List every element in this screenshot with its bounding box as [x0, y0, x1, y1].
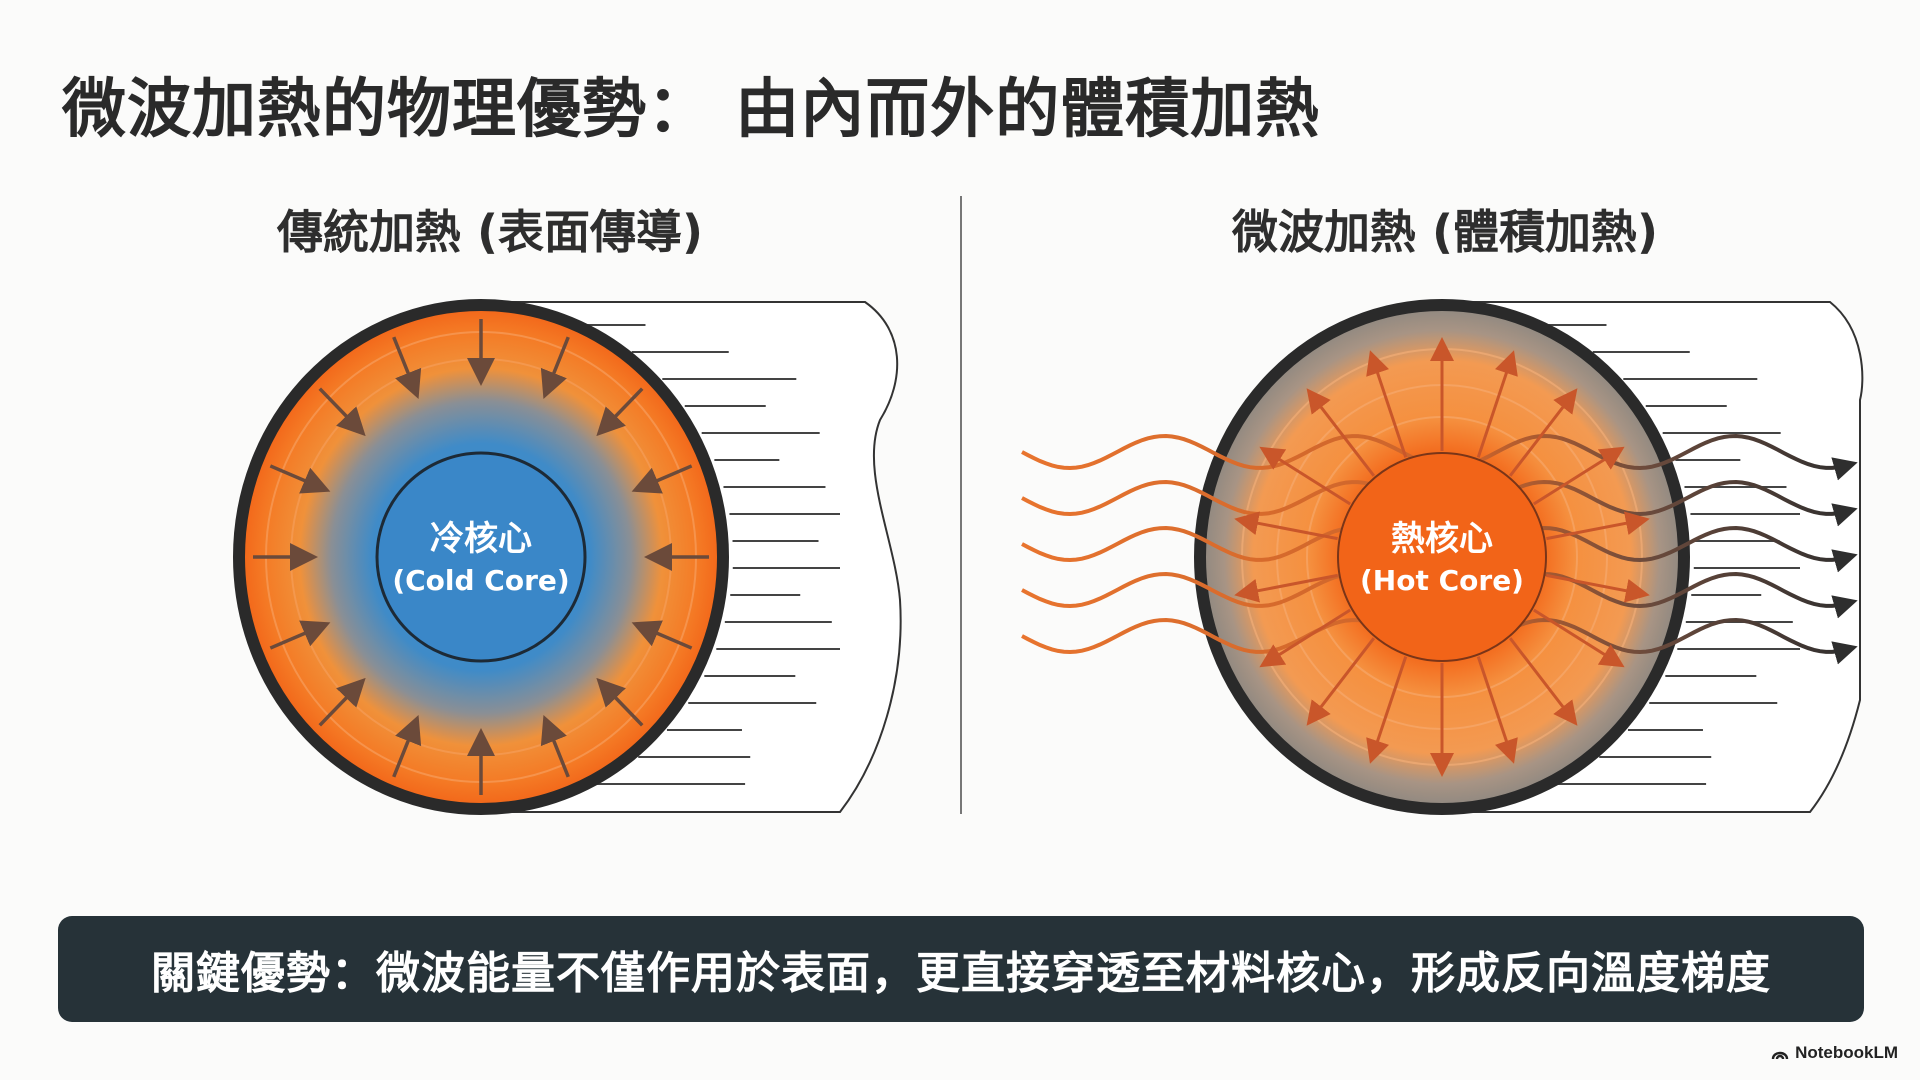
key-advantage-banner: 關鍵優勢：微波能量不僅作用於表面，更直接穿透至材料核心，形成反向溫度梯度 [58, 916, 1864, 1022]
hot-core-label-en: (Hot Core) [1360, 564, 1524, 597]
key-advantage-text: 關鍵優勢：微波能量不僅作用於表面，更直接穿透至材料核心，形成反向溫度梯度 [151, 948, 1771, 999]
outward-heat-arrow [1508, 388, 1578, 477]
outward-heat-arrow [1532, 446, 1625, 506]
microwave-heating-heading: 微波加熱 (體積加熱) [1231, 205, 1659, 259]
conventional-heating-heading: 傳統加熱 (表面傳導) [276, 205, 704, 259]
outward-heat-arrow [1508, 637, 1578, 726]
hot-core [1337, 452, 1547, 662]
inward-heat-arrow [631, 620, 693, 650]
outward-heat-arrow [1546, 573, 1650, 603]
inward-heat-arrow [631, 464, 693, 494]
inward-heat-arrow [318, 677, 366, 727]
outward-heat-arrow [1306, 388, 1376, 477]
inward-heat-arrow [269, 620, 331, 650]
outward-heat-arrow [1306, 637, 1376, 726]
outward-heat-arrow [1234, 511, 1338, 541]
hot-core-label: 熱核心 [1391, 519, 1493, 559]
outward-heat-arrow [1476, 350, 1518, 458]
outward-heat-arrow [1366, 656, 1408, 764]
outward-heat-arrow [1234, 573, 1338, 603]
inward-heat-arrow [596, 677, 644, 727]
inward-heat-arrow [540, 714, 570, 778]
page-title: 微波加熱的物理優勢： 由內而外的體積加熱 [62, 73, 1321, 147]
notebooklm-logo-icon [1771, 1051, 1789, 1060]
inward-heat-arrow [318, 387, 366, 437]
outward-heat-arrow [1546, 511, 1650, 541]
outward-heat-arrow [1259, 608, 1352, 668]
inward-heat-arrow [269, 464, 331, 494]
outward-heat-arrow [1476, 656, 1518, 764]
cold-core-cross-section: 冷核心 (Cold Core) [233, 299, 729, 815]
brand-watermark: NotebookLM [1771, 1043, 1898, 1063]
outward-heat-arrow [1259, 446, 1352, 506]
outward-heat-arrow [1532, 608, 1625, 668]
cold-core [375, 451, 587, 663]
hot-core-cross-section: 熱核心 (Hot Core) [1021, 299, 1858, 815]
outward-heat-arrow [1366, 350, 1408, 458]
inward-heat-arrow [392, 336, 422, 400]
brand-label: NotebookLM [1795, 1043, 1898, 1062]
inward-heat-arrow [540, 336, 570, 400]
inward-heat-arrow [596, 387, 644, 437]
cold-core-label: 冷核心 [430, 519, 532, 559]
cold-core-label-en: (Cold Core) [392, 564, 569, 597]
inward-heat-arrow [392, 714, 422, 778]
